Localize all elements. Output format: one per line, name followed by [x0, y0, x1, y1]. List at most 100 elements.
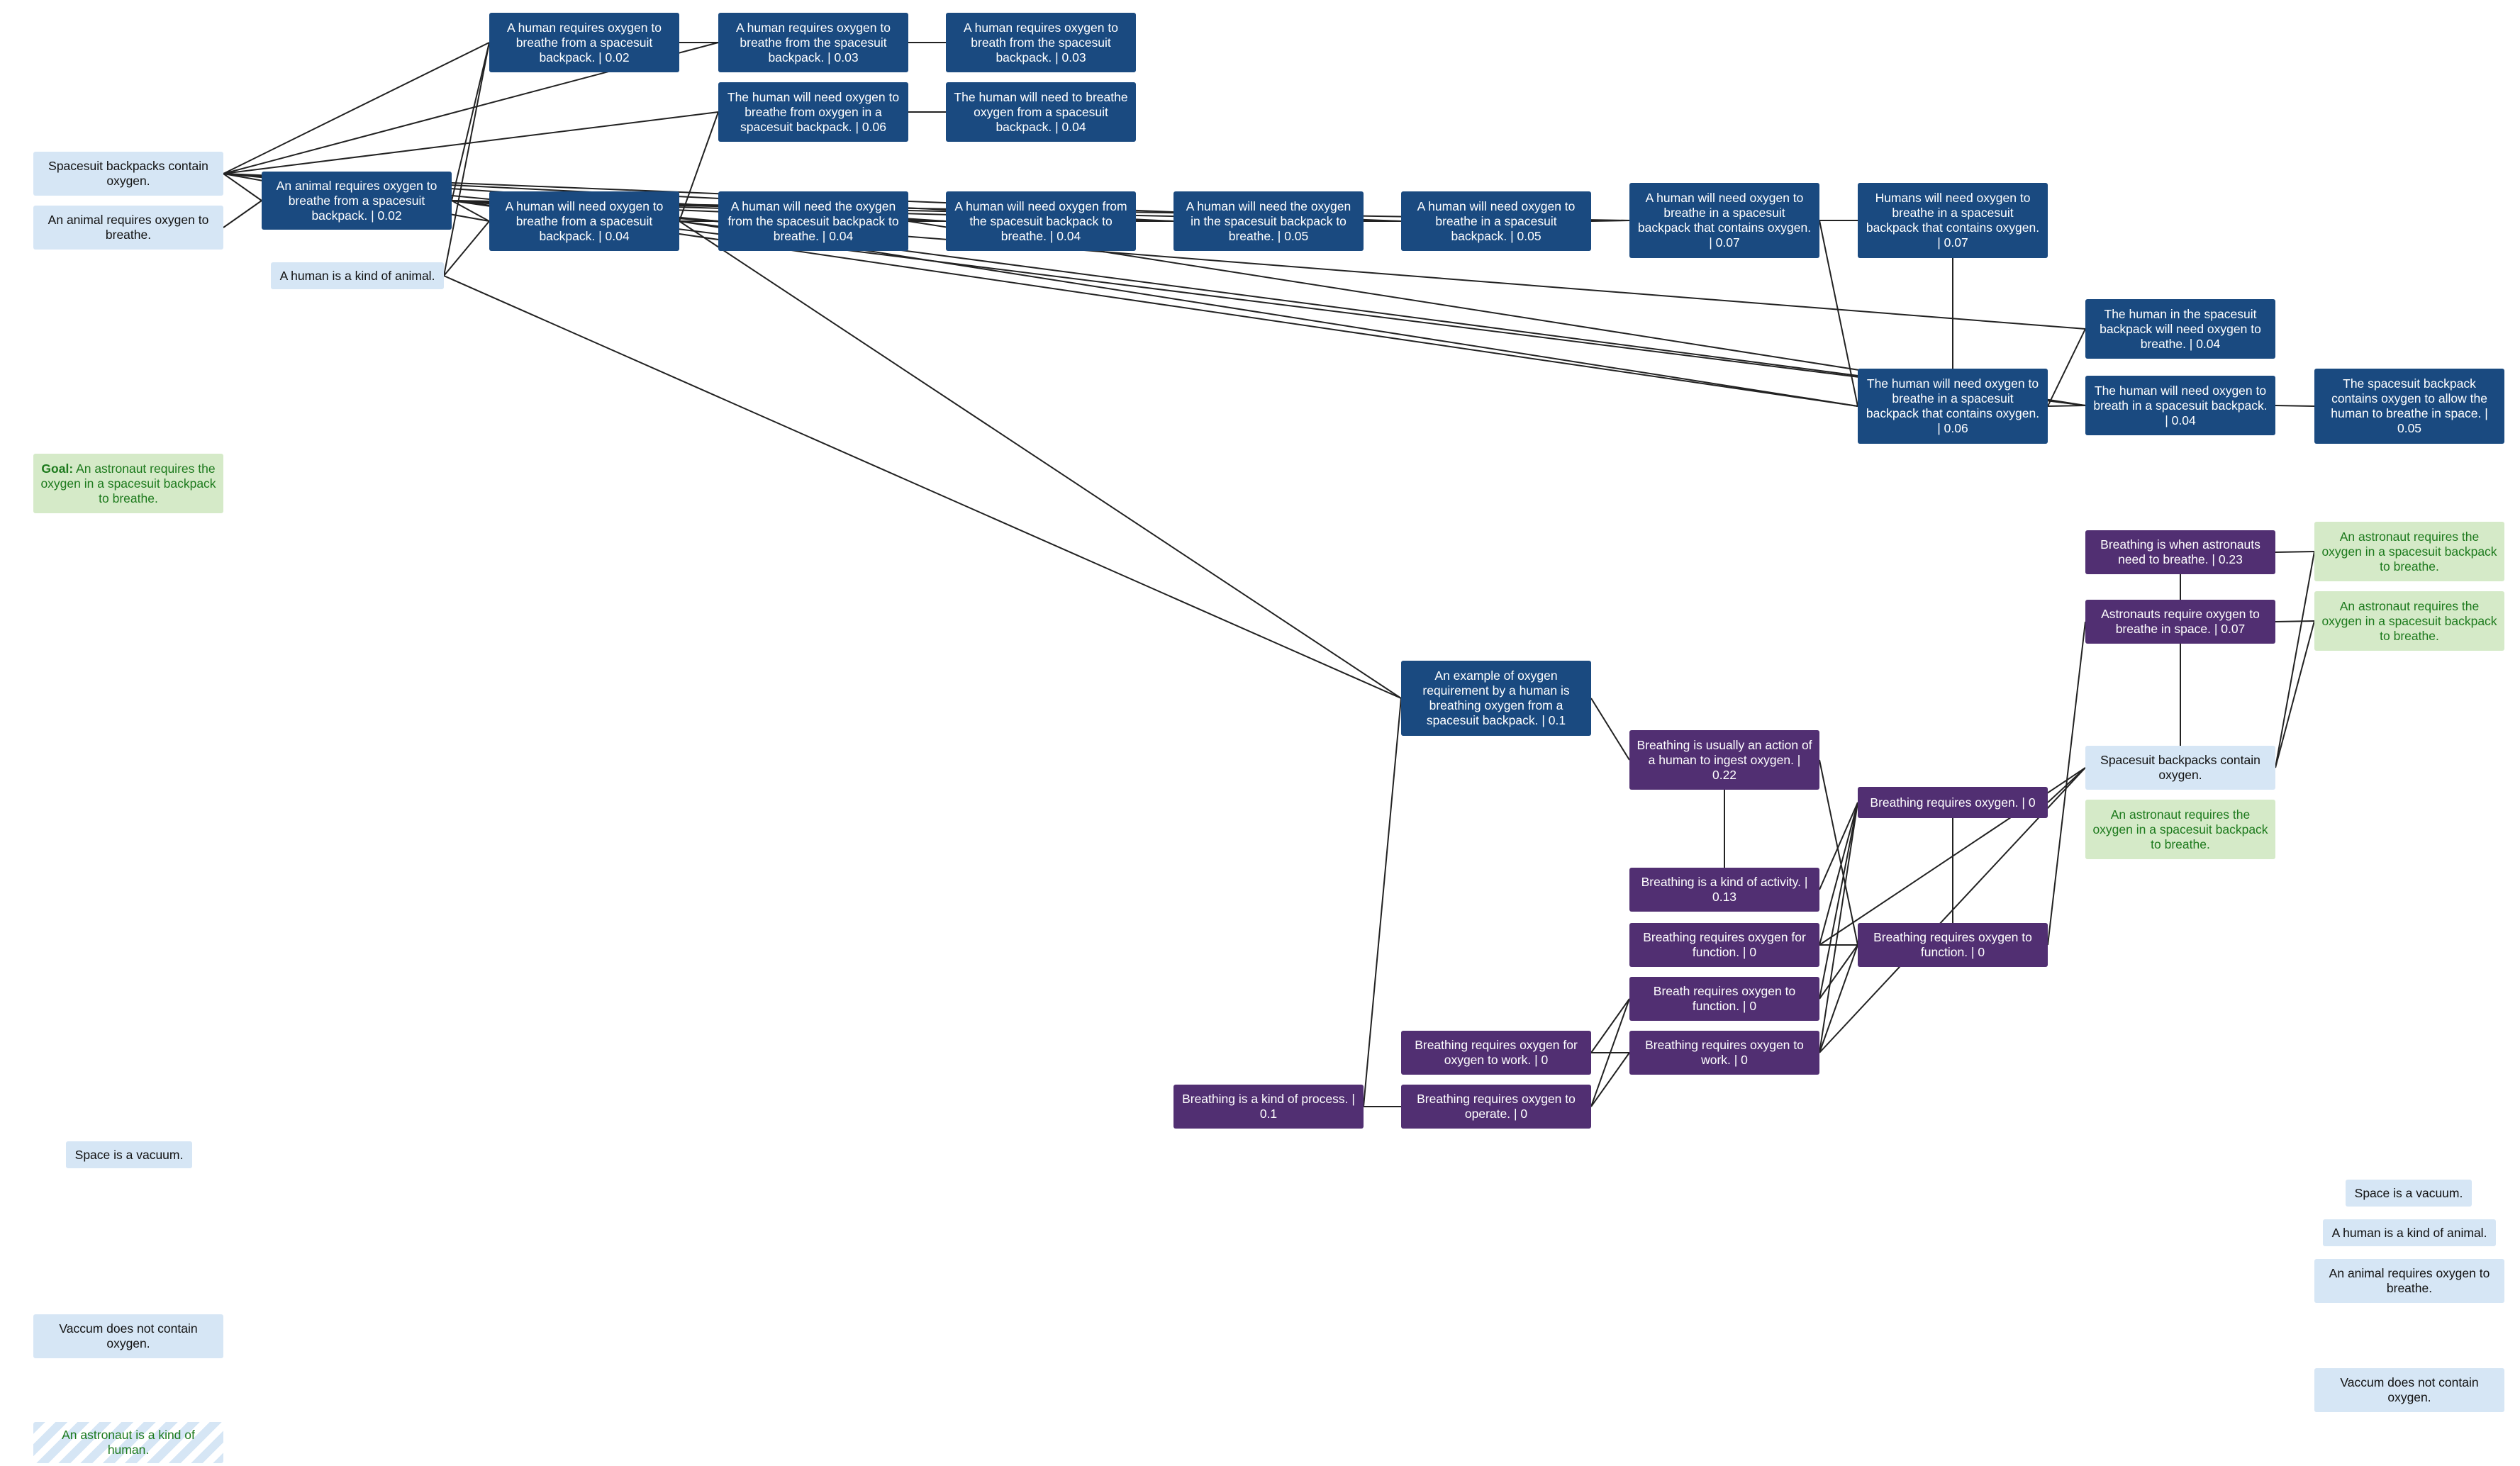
node-i15[interactable]: The human will need oxygen to breathe in…: [1858, 369, 2048, 444]
node-i11[interactable]: A human will need oxygen to breathe in a…: [1401, 191, 1591, 251]
node-text: Breathing is a kind of activity. | 0.13: [1641, 875, 1808, 904]
node-text: The human in the spacesuit backpack will…: [2100, 306, 2261, 351]
edge-p3-i7: [443, 220, 490, 276]
node-text: A human is a kind of animal.: [2331, 1225, 2487, 1240]
node-i17[interactable]: The spacesuit backpack contains oxygen t…: [2314, 369, 2504, 444]
node-text: An animal requires oxygen to breathe fro…: [276, 178, 437, 223]
node-text: An example of oxygen requirement by a hu…: [1422, 668, 1570, 727]
node-p2[interactable]: An animal requires oxygen to breathe.: [33, 206, 223, 250]
node-text: An astronaut requires the oxygen in a sp…: [40, 461, 216, 505]
node-i3[interactable]: A human requires oxygen to breathe from …: [718, 13, 908, 72]
node-text: Breathing requires oxygen to work. | 0: [1645, 1038, 1804, 1067]
node-text: An animal requires oxygen to breathe.: [2329, 1266, 2490, 1295]
node-i5[interactable]: The human will need oxygen to breathe fr…: [718, 82, 908, 142]
edge-u7-u8: [1819, 944, 1858, 1000]
node-i6[interactable]: The human will need to breathe oxygen fr…: [946, 82, 1136, 142]
node-p1[interactable]: Spacesuit backpacks contain oxygen.: [33, 152, 223, 196]
edge-p1-i1: [223, 173, 262, 201]
node-i18[interactable]: An example of oxygen requirement by a hu…: [1401, 661, 1591, 736]
node-u8[interactable]: Breath requires oxygen to function. | 0: [1629, 977, 1819, 1021]
node-i14[interactable]: The human in the spacesuit backpack will…: [2085, 299, 2275, 359]
node-text: A human will need oxygen from the spaces…: [954, 198, 1127, 243]
edge-u4-u8: [1819, 802, 1858, 1000]
edge-u3-u7: [1819, 759, 1858, 946]
node-text: The spacesuit backpack contains oxygen t…: [2331, 376, 2488, 435]
node-text: Breath requires oxygen to function. | 0: [1653, 984, 1796, 1013]
edge-p7-g3: [2275, 620, 2315, 768]
node-p10[interactable]: An animal requires oxygen to breathe.: [2314, 1259, 2504, 1303]
node-text: A human will need oxygen to breathe in a…: [1637, 191, 1812, 250]
node-text: An animal requires oxygen to breathe.: [48, 213, 209, 242]
node-i10[interactable]: A human will need the oxygen in the spac…: [1173, 191, 1364, 251]
node-goal-2[interactable]: An astronaut requires the oxygen in a sp…: [2314, 522, 2504, 581]
node-i8[interactable]: A human will need the oxygen from the sp…: [718, 191, 908, 251]
edge-i1-i15: [451, 200, 1858, 407]
edge-u12-u10: [1590, 1052, 1630, 1107]
node-p9[interactable]: A human is a kind of animal.: [2323, 1219, 2496, 1246]
node-goal-main[interactable]: Goal: An astronaut requires the oxygen i…: [33, 454, 223, 513]
node-text: Breathing requires oxygen for function. …: [1643, 930, 1806, 959]
node-text: A human will need oxygen to breathe in a…: [1417, 198, 1576, 243]
node-p7[interactable]: Spacesuit backpacks contain oxygen.: [2085, 746, 2275, 790]
node-text: The human will need to breathe oxygen fr…: [954, 89, 1128, 134]
node-text: Spacesuit backpacks contain oxygen.: [48, 159, 208, 188]
edge-u2-g3: [2275, 620, 2315, 622]
node-u11[interactable]: Breathing is a kind of process. | 0.1: [1173, 1085, 1364, 1129]
node-u3[interactable]: Breathing is usually an action of a huma…: [1629, 730, 1819, 790]
node-i7[interactable]: A human will need oxygen to breathe from…: [489, 191, 679, 251]
edge-i7-i5: [679, 111, 719, 222]
node-i1[interactable]: An animal requires oxygen to breathe fro…: [262, 172, 452, 230]
node-p4[interactable]: Space is a vacuum.: [66, 1141, 192, 1168]
node-text: An astronaut requires the oxygen in a sp…: [2092, 807, 2268, 851]
edge-i1-i7: [451, 200, 490, 222]
edge-i7-i18: [679, 220, 1402, 699]
node-p11[interactable]: Vaccum does not contain oxygen.: [2314, 1368, 2504, 1412]
node-u10[interactable]: Breathing requires oxygen to work. | 0: [1629, 1031, 1819, 1075]
node-u9[interactable]: Breathing requires oxygen for oxygen to …: [1401, 1031, 1591, 1075]
node-u5[interactable]: Breathing is a kind of activity. | 0.13: [1629, 868, 1819, 912]
edge-p3-i2: [443, 42, 490, 276]
node-goal-3[interactable]: An astronaut requires the oxygen in a sp…: [2314, 591, 2504, 651]
node-text: Breathing requires oxygen to operate. | …: [1417, 1092, 1576, 1121]
node-text: Astronauts require oxygen to breathe in …: [2101, 607, 2260, 636]
node-i13[interactable]: Humans will need oxygen to breathe in a …: [1858, 183, 2048, 258]
node-i9[interactable]: A human will need oxygen from the spaces…: [946, 191, 1136, 251]
node-text: The human will need oxygen to breath in …: [2093, 383, 2268, 427]
node-u6[interactable]: Breathing requires oxygen for function. …: [1629, 923, 1819, 967]
node-text: A human will need the oxygen in the spac…: [1186, 198, 1351, 243]
edge-p1-i5: [223, 111, 719, 174]
node-text: A human will need the oxygen from the sp…: [727, 198, 899, 243]
edge-u4-u5: [1819, 802, 1858, 890]
node-u12[interactable]: Breathing requires oxygen to operate. | …: [1401, 1085, 1591, 1129]
node-u2[interactable]: Astronauts require oxygen to breathe in …: [2085, 600, 2275, 644]
node-text: Space is a vacuum.: [74, 1147, 184, 1162]
node-goal-4[interactable]: An astronaut requires the oxygen in a sp…: [2085, 800, 2275, 859]
node-p3[interactable]: A human is a kind of animal.: [271, 262, 444, 289]
edge-i12-i15: [1819, 220, 1858, 407]
node-i12[interactable]: A human will need oxygen to breathe in a…: [1629, 183, 1819, 258]
node-text: An astronaut requires the oxygen in a sp…: [2321, 529, 2497, 573]
node-p8[interactable]: Space is a vacuum.: [2346, 1180, 2472, 1207]
node-p5[interactable]: Vaccum does not contain oxygen.: [33, 1314, 223, 1358]
edge-i15-i14: [2047, 328, 2086, 407]
node-text: A human is a kind of animal.: [279, 268, 435, 283]
edge-u4-u6: [1819, 802, 1858, 946]
node-i16[interactable]: The human will need oxygen to breath in …: [2085, 376, 2275, 435]
node-text: A human requires oxygen to breathe from …: [507, 20, 662, 65]
node-text: A human requires oxygen to breathe from …: [736, 20, 891, 65]
node-text: Spacesuit backpacks contain oxygen.: [2100, 753, 2260, 782]
edge-i1-i2: [451, 42, 490, 201]
node-u7[interactable]: Breathing requires oxygen to function. |…: [1858, 923, 2048, 967]
node-text: The human will need oxygen to breathe fr…: [727, 89, 900, 134]
node-u4[interactable]: Breathing requires oxygen. | 0: [1858, 787, 2048, 818]
node-i2[interactable]: A human requires oxygen to breathe from …: [489, 13, 679, 72]
edge-i18-u11: [1363, 698, 1402, 1107]
node-text: The human will need oxygen to breathe in…: [1866, 376, 2040, 435]
node-p6-hatched[interactable]: An astronaut is a kind of human.: [33, 1422, 223, 1463]
edge-u12-u8: [1590, 998, 1630, 1107]
edge-p3-i18: [443, 275, 1402, 699]
node-i4[interactable]: A human requires oxygen to breath from t…: [946, 13, 1136, 72]
node-u1[interactable]: Breathing is when astronauts need to bre…: [2085, 530, 2275, 574]
node-text: Vaccum does not contain oxygen.: [2340, 1375, 2479, 1404]
